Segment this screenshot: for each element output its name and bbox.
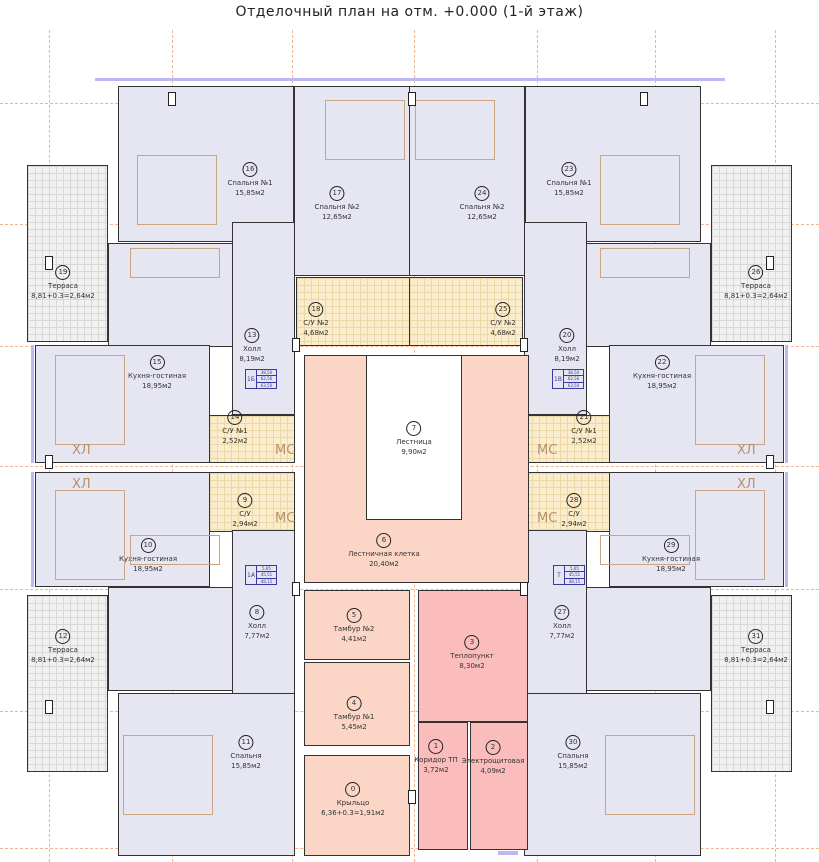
vent-shaft-icon	[292, 338, 300, 352]
utility-mark: МС	[537, 443, 558, 458]
apartment-area-value: 63,50	[260, 382, 273, 388]
apartment-area-value: 5,65	[257, 566, 276, 573]
vent-shaft-icon	[408, 92, 416, 106]
furniture-outline	[415, 100, 495, 160]
room-кухня-гостиная-area[interactable]	[108, 243, 234, 347]
room-спальня-area[interactable]	[524, 693, 701, 856]
furniture-outline	[600, 248, 690, 278]
room-с-у-1-area[interactable]	[209, 415, 295, 463]
vent-shaft-icon	[640, 92, 648, 106]
furniture-outline	[130, 248, 220, 278]
vent-shaft-icon	[520, 338, 528, 352]
room-терраса-area[interactable]	[27, 595, 108, 772]
room-холл-area[interactable]	[232, 222, 295, 415]
room-кухня-гостиная-area[interactable]	[35, 345, 210, 463]
room-спальня-2-area[interactable]	[409, 86, 525, 276]
vent-shaft-icon	[408, 790, 416, 804]
room-спальня-1-area[interactable]	[525, 86, 701, 242]
window	[498, 851, 518, 855]
furniture-outline	[600, 155, 680, 225]
furniture-outline	[605, 735, 695, 815]
window	[95, 78, 725, 81]
room-холл-area[interactable]	[524, 530, 587, 716]
window	[785, 472, 788, 587]
vent-shaft-icon	[766, 700, 774, 714]
room-терраса-area[interactable]	[711, 165, 792, 342]
room-кухня-гостиная-area[interactable]	[586, 587, 711, 691]
room-лестница-area[interactable]	[366, 355, 462, 520]
apartment-area-value: 38,50	[257, 370, 276, 377]
room-с-у-2-area[interactable]	[296, 277, 410, 346]
room-кухня-гостиная-area[interactable]	[585, 243, 711, 347]
apartment-area-value: 5,65	[565, 566, 584, 573]
storage-mark: ХЛ	[72, 443, 91, 458]
apartment-area-value: 48,15	[260, 578, 273, 584]
furniture-outline	[325, 100, 405, 160]
room-крыльцо-area[interactable]	[304, 755, 410, 856]
apartment-area-value: 45,51	[565, 572, 584, 579]
vent-shaft-icon	[168, 92, 176, 106]
furniture-outline	[55, 355, 125, 445]
furniture-outline	[123, 735, 213, 815]
apartment-area-value: 62,56	[564, 376, 583, 383]
vent-shaft-icon	[766, 455, 774, 469]
apartment-code: 1Б	[246, 370, 257, 388]
window	[785, 345, 788, 463]
room-терраса-area[interactable]	[27, 165, 108, 342]
storage-mark: ХЛ	[72, 477, 91, 492]
window	[31, 345, 34, 463]
room-электрощитовая-area[interactable]	[470, 722, 528, 850]
furniture-outline	[600, 535, 690, 565]
vent-shaft-icon	[520, 582, 528, 596]
apartment-area-value: 45,51	[257, 572, 276, 579]
storage-mark: ХЛ	[737, 443, 756, 458]
furniture-outline	[695, 490, 765, 580]
apartment-code: 1А	[246, 566, 257, 584]
room-терраса-area[interactable]	[711, 595, 792, 772]
furniture-outline	[137, 155, 217, 225]
furniture-outline	[55, 490, 125, 580]
apartment-area-value: 38,50	[564, 370, 583, 377]
room-коридор-тп-area[interactable]	[418, 722, 468, 850]
room-теплопункт-area[interactable]	[418, 590, 528, 722]
vent-shaft-icon	[766, 256, 774, 270]
furniture-outline	[695, 355, 765, 445]
room-кухня-гостиная-area[interactable]	[609, 472, 784, 587]
room-кухня-гостиная-area[interactable]	[108, 587, 233, 691]
grid-line	[0, 589, 819, 590]
room-с-у-2-area[interactable]	[409, 277, 523, 346]
room-тамбур-1-area[interactable]	[304, 662, 410, 746]
vent-shaft-icon	[45, 256, 53, 270]
utility-mark: МС	[275, 443, 296, 458]
room-тамбур-2-area[interactable]	[304, 590, 410, 660]
room-спальня-2-area[interactable]	[294, 86, 410, 276]
apartment-area-value: 63,50	[567, 382, 580, 388]
room-кухня-гостиная-area[interactable]	[609, 345, 784, 463]
plan-title: Отделочный план на отм. +0.000 (1-й этаж…	[235, 4, 584, 20]
utility-mark: МС	[275, 511, 296, 526]
grid-line	[0, 346, 819, 347]
room-холл-area[interactable]	[232, 530, 295, 716]
room-спальня-area[interactable]	[118, 693, 295, 856]
apartment-area-value: 62,56	[257, 376, 276, 383]
furniture-outline	[130, 535, 220, 565]
vent-shaft-icon	[45, 455, 53, 469]
vent-shaft-icon	[292, 582, 300, 596]
utility-mark: МС	[537, 511, 558, 526]
apartment-code: 1В	[553, 370, 564, 388]
vent-shaft-icon	[45, 700, 53, 714]
apartment-area-value: 48,15	[568, 578, 581, 584]
room-спальня-1-area[interactable]	[118, 86, 294, 242]
room-с-у-1-area[interactable]	[524, 415, 610, 463]
apartment-code: Т	[554, 566, 565, 584]
room-кухня-гостиная-area[interactable]	[35, 472, 210, 587]
room-холл-area[interactable]	[524, 222, 587, 415]
window	[31, 472, 34, 587]
storage-mark: ХЛ	[737, 477, 756, 492]
